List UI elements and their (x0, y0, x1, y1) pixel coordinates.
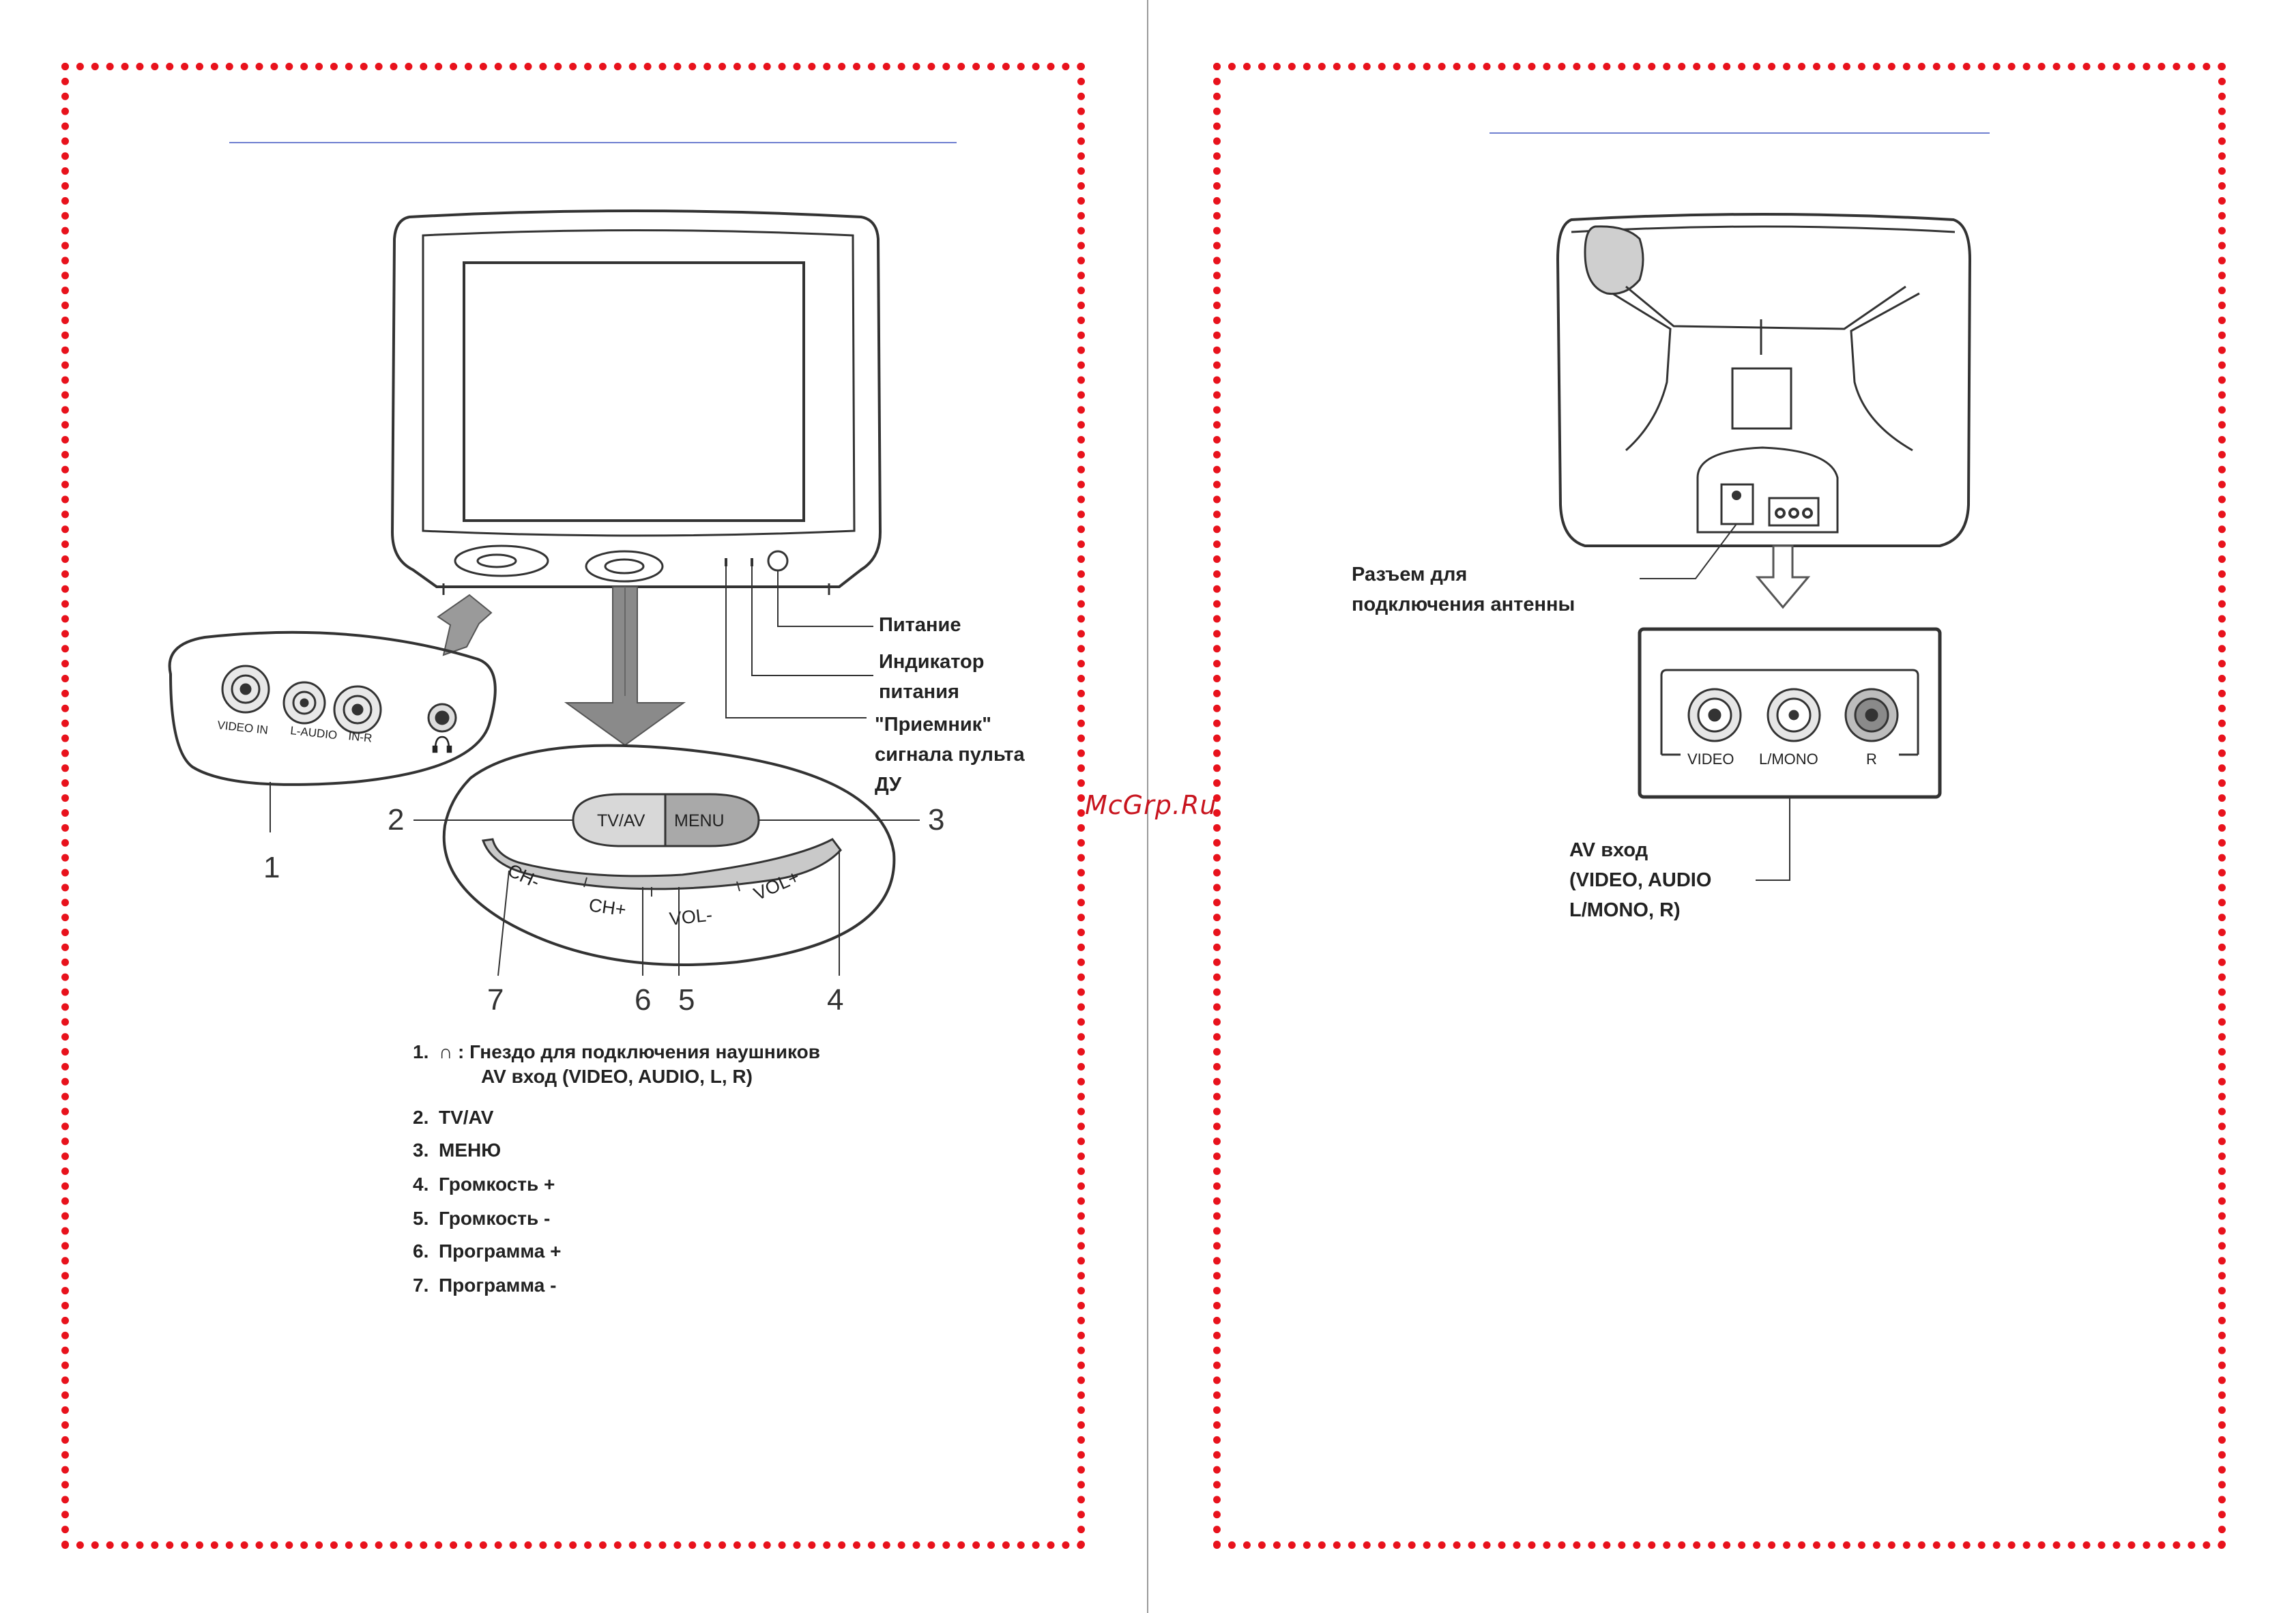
headphone-icon (432, 736, 452, 753)
arrow-to-av-panel (1755, 544, 1811, 609)
rear-bump (1584, 225, 1644, 295)
jack-label-video-in: VIDEO IN (217, 718, 269, 737)
front-button-cover (585, 550, 664, 583)
rear-jack-label-video: VIDEO (1687, 751, 1734, 768)
label-av-input: AV вход (VIDEO, AUDIO L/MONO, R) (1569, 839, 1712, 921)
right-header-rule (1490, 132, 1990, 134)
front-jack-panel: VIDEO IN L-AUDIO IN-R (168, 630, 497, 832)
left-page: VIDEO IN L-AUDIO IN-R TV/AV MENU CH- CH+… (61, 63, 1085, 1549)
callout-2: 2 (388, 803, 404, 837)
label-power-indicator: Индикатор питания (879, 651, 985, 703)
callout-5: 5 (678, 983, 695, 1017)
tvav-button (572, 793, 667, 847)
headphone-icon: ∩ (439, 1041, 453, 1062)
antenna-socket-box (1720, 483, 1754, 525)
arc-button-strip (481, 838, 842, 890)
callout-1: 1 (263, 851, 280, 884)
legend-item-3: 3.МЕНЮ (413, 1139, 502, 1161)
tv-rear-housing (1556, 213, 1972, 547)
vol-minus-label: VOL- (668, 905, 713, 929)
rear-av-panel: VIDEO L/MONO R (1638, 627, 1942, 881)
label-power: Питание (879, 614, 961, 636)
label-ir-receiver: "Приемник" сигнала пульта ДУ (875, 714, 1025, 796)
tv-rear-diagram: VIDEO L/MONO R (1556, 213, 1972, 881)
right-page: VIDEO L/MONO R Разъем для подключения ан… (1148, 0, 2296, 1613)
legend-item-5: 5.Громкость - (413, 1208, 551, 1229)
watermark: McGrp.Ru (1085, 790, 1217, 820)
callout-numbers: 1 2 3 4 5 6 7 (263, 803, 944, 1017)
callout-6: 6 (635, 983, 651, 1017)
button-panel: TV/AV MENU CH- CH+ VOL- VOL+ (413, 744, 920, 976)
legend-item-7: 7.Программа - (413, 1275, 557, 1296)
callout-7: 7 (487, 983, 504, 1017)
callout-4: 4 (827, 983, 843, 1017)
front-jack-cover (454, 544, 549, 577)
ch-plus-label: CH+ (587, 895, 627, 920)
right-page-border (1213, 63, 2226, 1549)
tv-front-diagram: VIDEO IN L-AUDIO IN-R TV/AV MENU CH- CH+… (168, 209, 944, 1017)
jack-label-in-r: IN-R (348, 729, 373, 745)
callout-3: 3 (928, 803, 944, 837)
tv-body (390, 209, 882, 588)
legend-item-4: 4.Громкость + (413, 1174, 555, 1195)
tv-screen (463, 261, 805, 522)
svg-text:TV/AV: TV/AV (597, 811, 645, 830)
rear-jack-label-r: R (1866, 751, 1877, 768)
svg-text:MENU: MENU (674, 811, 725, 830)
ir-sensor (767, 550, 789, 572)
arrow-to-jacks (437, 594, 493, 656)
rear-av-jacks (1768, 497, 1820, 527)
jack-label-l-audio: L-AUDIO (290, 724, 338, 742)
left-page-border (61, 63, 1085, 1549)
rear-jack-label-lmono: L/MONO (1759, 751, 1818, 768)
rear-label-plate (1731, 367, 1792, 430)
legend-item-2: 2.TV/AV (413, 1107, 494, 1128)
page-spine (1147, 0, 1148, 1613)
ch-minus-label: CH- (504, 860, 542, 892)
legend-item-6: 6.Программа + (413, 1240, 562, 1262)
legend-item-1-line2: AV вход (VIDEO, AUDIO, L, R) (481, 1066, 753, 1087)
left-header-rule (229, 142, 957, 143)
label-antenna-socket: Разъем для подключения антенны (1352, 564, 1575, 615)
legend-item-1: 1.∩ : Гнездо для подключения наушников (413, 1041, 820, 1062)
